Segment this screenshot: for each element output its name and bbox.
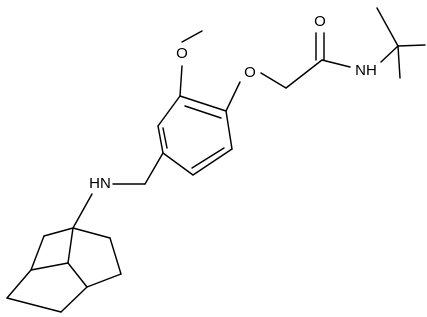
adamantane-bond-10 bbox=[67, 262, 88, 288]
adamantane-bond-2 bbox=[30, 235, 45, 271]
adamantane-bond-9 bbox=[67, 227, 74, 264]
methoxy-oxygen-label: O bbox=[176, 45, 188, 62]
ring-bond-3 bbox=[192, 148, 233, 176]
bond-ch2-to-carbonyl bbox=[285, 59, 323, 89]
molecule-bonds bbox=[6, 7, 426, 313]
carbonyl-oxygen-label: O bbox=[314, 13, 326, 30]
adamantane-bond-5 bbox=[60, 286, 88, 313]
amine-hn-label: HN bbox=[89, 175, 111, 192]
bond-ring-to-ch2 bbox=[144, 152, 164, 185]
tbutyl-methyl-3 bbox=[397, 45, 401, 79]
adamantane-bond-8 bbox=[72, 227, 111, 239]
amide-nh-label: NH bbox=[355, 62, 377, 79]
bond-ring-to-ether-o bbox=[225, 81, 241, 112]
adamantane-bond-1 bbox=[43, 227, 74, 237]
ring-bond-6 bbox=[157, 95, 181, 127]
atom-labels: O O O NH HN bbox=[89, 13, 377, 192]
bond-ether-o-to-ch2 bbox=[260, 72, 287, 89]
bond-methoxy-o-to-ring bbox=[179, 65, 183, 97]
ether-oxygen-label: O bbox=[244, 64, 256, 81]
bond-carbonyl-to-nh bbox=[321, 59, 351, 68]
ring-bond-5 bbox=[157, 125, 164, 154]
tbutyl-methyl-2 bbox=[397, 44, 426, 47]
adamantane-bond-4 bbox=[6, 297, 62, 313]
bond-amine-to-adamantane bbox=[72, 193, 93, 229]
bond-nh-to-tbutyl bbox=[380, 45, 399, 63]
adamantane-bond-7 bbox=[109, 237, 122, 275]
ring-bond-1 bbox=[179, 95, 227, 112]
adamantane-bond-6 bbox=[86, 273, 122, 288]
ring-inner-bond-c bbox=[162, 127, 168, 149]
tbutyl-methyl-1 bbox=[376, 7, 399, 47]
adamantane-bond-11 bbox=[30, 262, 69, 271]
adamantane-bond-3 bbox=[6, 269, 32, 299]
methyl-bond-methoxy bbox=[181, 30, 203, 43]
ring-inner-bond-b bbox=[191, 147, 225, 169]
ring-bond-2 bbox=[225, 110, 233, 150]
ring-bond-4 bbox=[162, 152, 194, 176]
ring-inner-bond-a bbox=[184, 105, 222, 119]
